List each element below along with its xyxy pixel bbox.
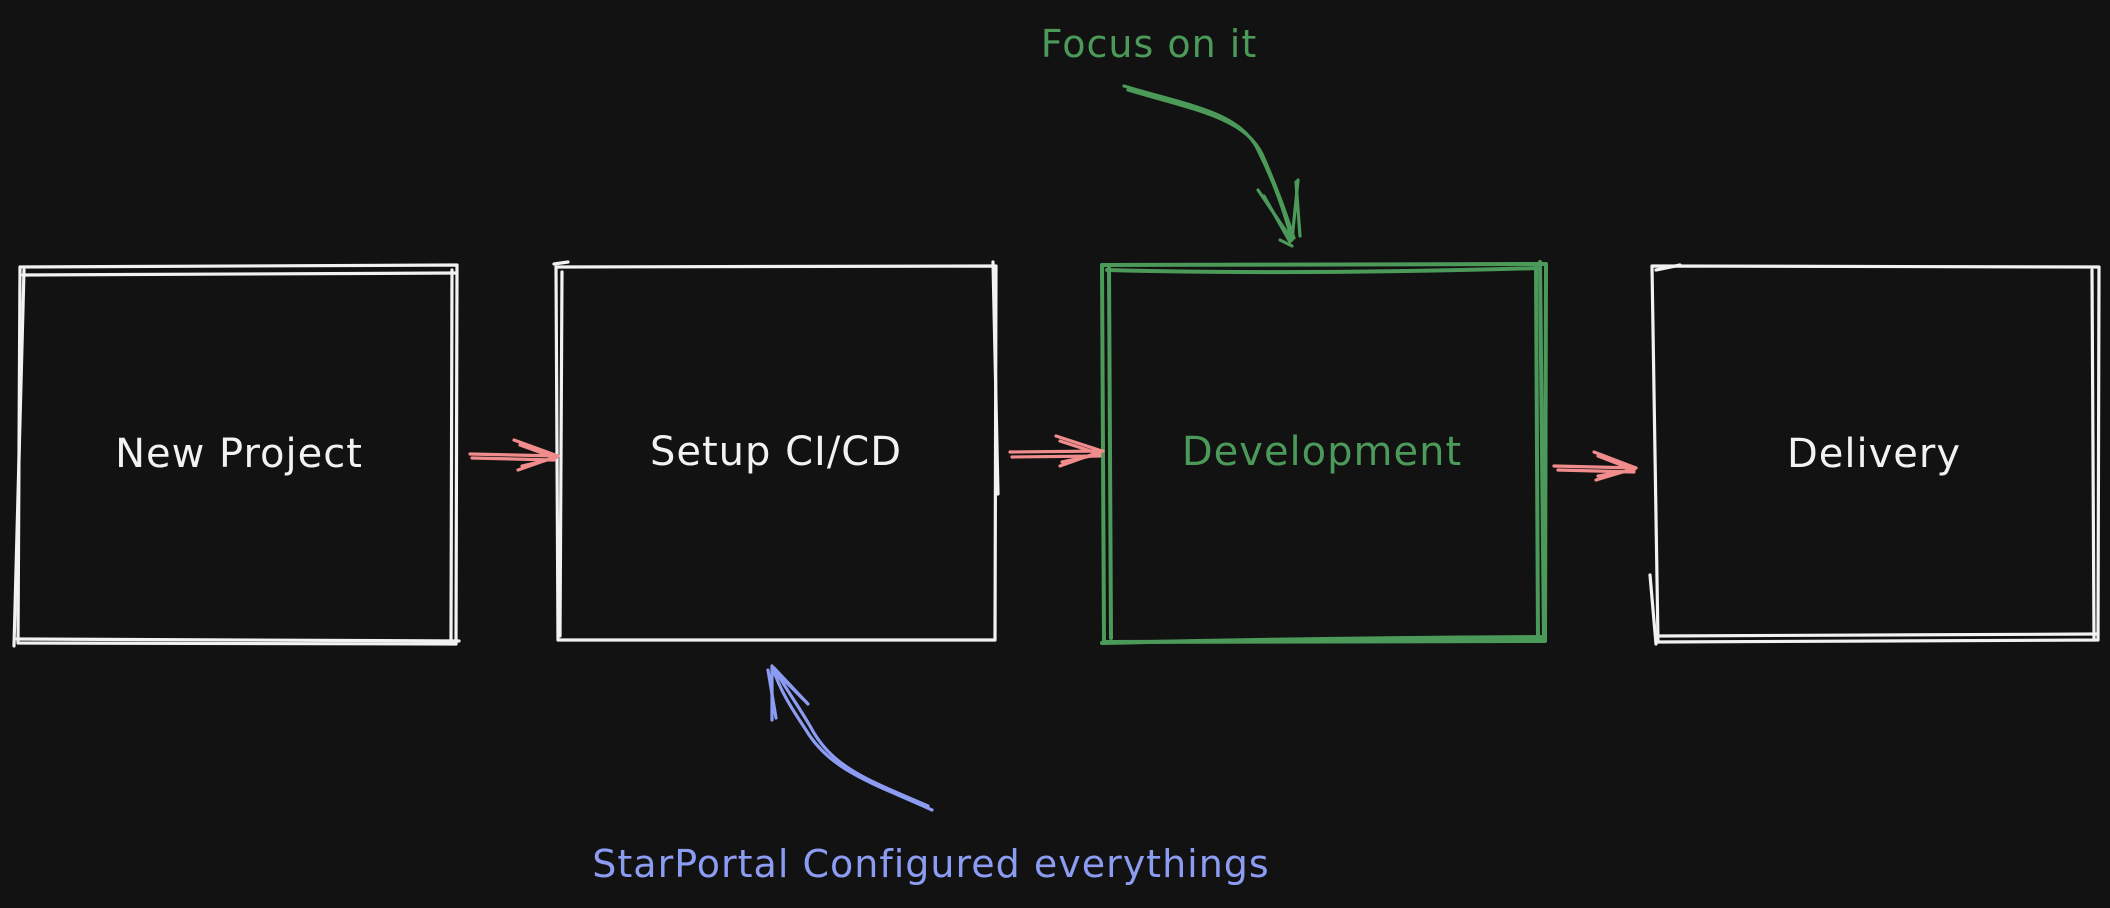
step-box-delivery (1648, 263, 2101, 646)
step-label-setup-cicd: Setup CI/CD (649, 429, 903, 475)
connector-arrow-1 (468, 438, 560, 472)
starportal-note: StarPortal Configured everythings (592, 842, 1270, 886)
focus-note: Focus on it (1040, 22, 1258, 66)
focus-annotation-arrow (1122, 84, 1302, 248)
step-label-delivery: Delivery (1786, 431, 1962, 477)
starportal-annotation-arrow (766, 664, 934, 812)
connector-arrow-3 (1552, 450, 1638, 482)
step-label-development: Development (1181, 429, 1463, 475)
step-box-new-project (12, 263, 461, 648)
step-box-setup-cicd (552, 260, 1000, 642)
step-label-new-project: New Project (115, 431, 363, 477)
connector-arrow-2 (1008, 434, 1105, 468)
step-box-development (1100, 260, 1548, 645)
